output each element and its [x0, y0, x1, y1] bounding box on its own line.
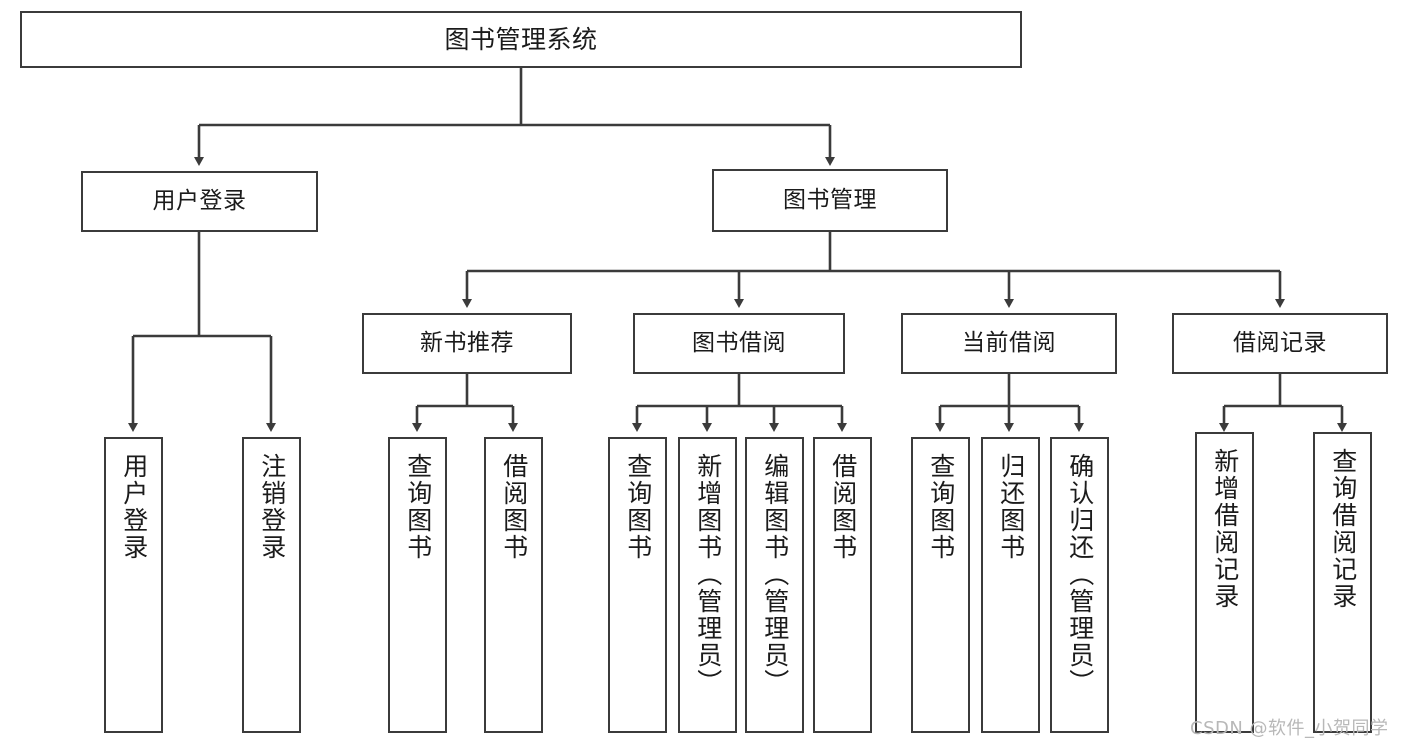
node-leaf-lend-book[interactable]: 借阅图书: [813, 437, 872, 733]
node-label: 查询图书: [403, 453, 433, 561]
node-leaf-query-book-recommend[interactable]: 查询图书: [388, 437, 447, 733]
node-user-login[interactable]: 用户登录: [81, 171, 318, 232]
node-book-borrow[interactable]: 图书借阅: [633, 313, 845, 374]
node-label: 新增图书（管理员）: [693, 453, 723, 696]
node-label: 确认归还（管理员）: [1065, 453, 1095, 696]
node-label: 归还图书: [996, 453, 1026, 561]
node-label: 编辑图书（管理员）: [760, 453, 790, 696]
node-root-book-management-system[interactable]: 图书管理系统: [20, 11, 1022, 68]
node-leaf-confirm-return-admin[interactable]: 确认归还（管理员）: [1050, 437, 1109, 733]
node-label: 借阅记录: [1233, 330, 1327, 357]
node-label: 新书推荐: [420, 330, 514, 357]
node-leaf-query-book-borrow[interactable]: 查询图书: [608, 437, 667, 733]
node-borrow-record[interactable]: 借阅记录: [1172, 313, 1388, 374]
node-book-management[interactable]: 图书管理: [712, 169, 948, 232]
node-leaf-add-borrow-record[interactable]: 新增借阅记录: [1195, 432, 1254, 733]
node-leaf-borrow-book-recommend[interactable]: 借阅图书: [484, 437, 543, 733]
node-leaf-logout[interactable]: 注销登录: [242, 437, 301, 733]
node-new-book-recommend[interactable]: 新书推荐: [362, 313, 572, 374]
node-leaf-edit-book-admin[interactable]: 编辑图书（管理员）: [745, 437, 804, 733]
node-leaf-add-book-admin[interactable]: 新增图书（管理员）: [678, 437, 737, 733]
node-label: 当前借阅: [962, 330, 1056, 357]
watermark-csdn: CSDN @软件_小贺同学: [1190, 718, 1389, 739]
node-label: 注销登录: [257, 453, 287, 561]
node-leaf-query-borrow-record[interactable]: 查询借阅记录: [1313, 432, 1372, 733]
node-leaf-user-login[interactable]: 用户登录: [104, 437, 163, 733]
node-label: 查询图书: [623, 453, 653, 561]
node-label: 借阅图书: [828, 453, 858, 561]
node-label: 借阅图书: [499, 453, 529, 561]
node-label: 图书管理系统: [444, 25, 598, 54]
node-label: 用户登录: [152, 188, 247, 215]
node-label: 图书管理: [783, 187, 877, 214]
node-leaf-return-book[interactable]: 归还图书: [981, 437, 1040, 733]
node-leaf-query-book-current[interactable]: 查询图书: [911, 437, 970, 733]
node-label: 图书借阅: [692, 330, 786, 357]
node-label: 新增借阅记录: [1210, 448, 1240, 610]
node-label: 查询图书: [926, 453, 956, 561]
node-current-borrow[interactable]: 当前借阅: [901, 313, 1117, 374]
node-label: 用户登录: [119, 453, 149, 561]
node-label: 查询借阅记录: [1328, 448, 1358, 610]
